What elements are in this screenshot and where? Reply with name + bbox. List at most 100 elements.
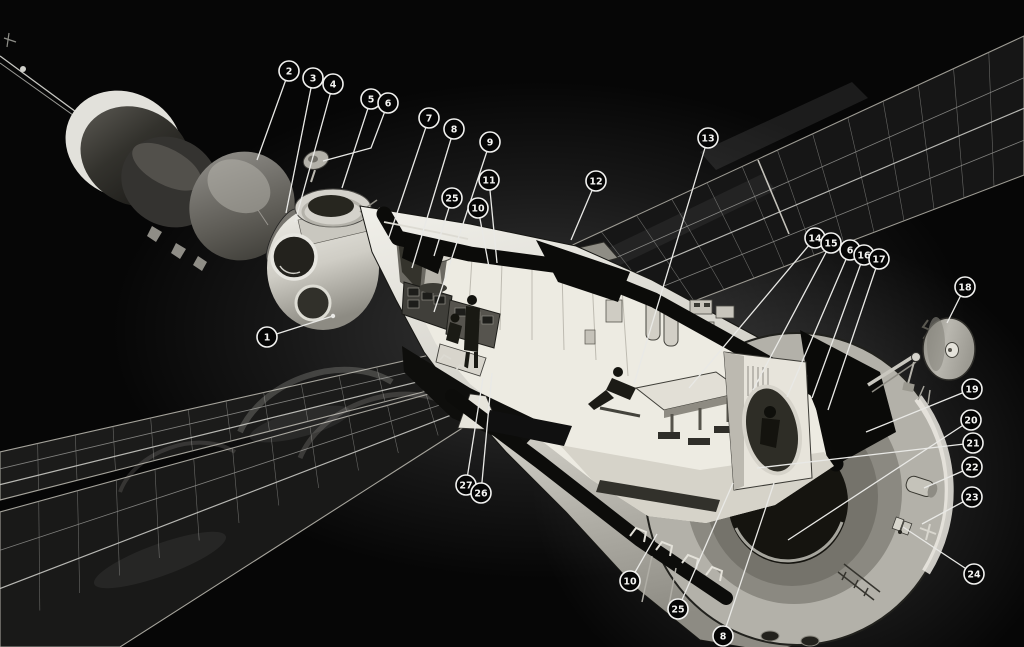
callout-2: 2 [256,60,300,161]
callout-number: 8 [451,124,458,135]
callout-25: 25 [667,482,734,620]
thruster-nub [171,243,186,259]
callout-circle [478,169,500,191]
callout-4: 4 [294,73,344,223]
callout-circle [962,432,984,454]
callout-number: 19 [965,384,978,395]
soyuz-orbital-module [189,151,295,261]
callout-number: 3 [310,73,317,84]
panel-reflection-arc [237,366,394,434]
callout-number: 1 [264,332,271,343]
callout-number: 12 [589,176,602,187]
thruster-nub [193,256,207,271]
callout-8: 8 [411,118,465,269]
callout-circle [278,60,300,82]
callout-number: 17 [872,254,885,265]
callout-number: 6 [847,245,854,256]
callout-1: 1 [256,313,336,348]
floor-handles [439,353,468,371]
aft-ladder [837,563,881,601]
callout-9: 9 [433,131,501,313]
callout-5: 5 [341,88,382,189]
callout-26: 26 [470,372,493,504]
cosmonaut-in-hatch [760,418,780,448]
callout-circle [443,118,465,140]
screw-probe [919,523,937,541]
callout-number: 15 [824,238,837,249]
callout-number: 5 [368,94,375,105]
callout-circle [585,170,607,192]
callout-circle [961,456,983,478]
callout-number: 21 [966,438,979,449]
porthole-lower [294,284,332,322]
callout-number: 16 [857,250,871,261]
callout-number: 22 [965,462,978,473]
interior-foreground [560,351,834,523]
callout-21: 21 [756,432,984,469]
floor-track [596,480,720,512]
callout-circle [377,92,399,114]
callout-8: 8 [712,482,775,647]
porthole [270,233,318,281]
engine-nozzle [800,635,820,647]
callout-circle [667,598,689,620]
callout-20: 20 [787,409,982,541]
callout-15: 15 [752,232,842,391]
callout-12: 12 [570,170,607,241]
thruster-block [891,516,913,536]
callout-7: 7 [387,107,440,241]
callout-14: 14 [688,227,826,389]
handrail-hooks [629,526,724,582]
callout-number: 26 [474,488,488,499]
callout-circle [820,232,842,254]
callout-number: 25 [445,193,458,204]
callout-circle [954,276,976,298]
callout-circle [960,409,982,431]
callout-circle [322,73,344,95]
callout-number: 7 [426,113,433,124]
aft-details [760,475,938,647]
thruster-nub [147,226,162,242]
callout-circle [256,326,278,348]
callout-6: 6 [322,92,399,162]
callout-number: 9 [487,137,494,148]
handrail [383,221,469,240]
callout-24: 24 [902,526,985,585]
callout-19: 19 [865,378,983,433]
engine-nozzle [760,630,780,642]
callout-17: 17 [827,248,890,411]
callout-circle [441,187,463,209]
callout-11: 11 [478,169,500,264]
callout-25: 25 [433,187,463,257]
callout-circle [479,131,501,153]
callout-circle [467,197,489,219]
dish-antenna [867,317,976,405]
callout-3: 3 [285,67,324,214]
callout-number: 10 [471,203,485,214]
docking-port-opening [308,195,354,217]
callout-number: 25 [671,604,684,615]
transfer-compartment [257,150,381,330]
callout-circle [961,378,983,400]
callout-number: 10 [623,576,637,587]
callout-10: 10 [619,533,658,592]
cosmonaut-standing [464,295,480,369]
callout-circle [961,486,983,508]
callout-circle [470,482,492,504]
callout-13: 13 [633,127,719,385]
cosmonaut-exercising [588,367,641,418]
soyuz-spacecraft [0,32,301,271]
leader-arrow [330,313,336,319]
console-desk [435,343,487,377]
callout-number: 20 [964,415,978,426]
callout-circle [712,625,734,647]
callout-number: 6 [385,98,392,109]
callout-6: 6 [786,239,861,398]
callout-number: 11 [482,175,495,186]
callout-number: 23 [965,492,978,503]
callout-number: 24 [967,569,981,580]
hull-lower-edge [383,221,733,611]
side-cylinder [905,475,938,498]
